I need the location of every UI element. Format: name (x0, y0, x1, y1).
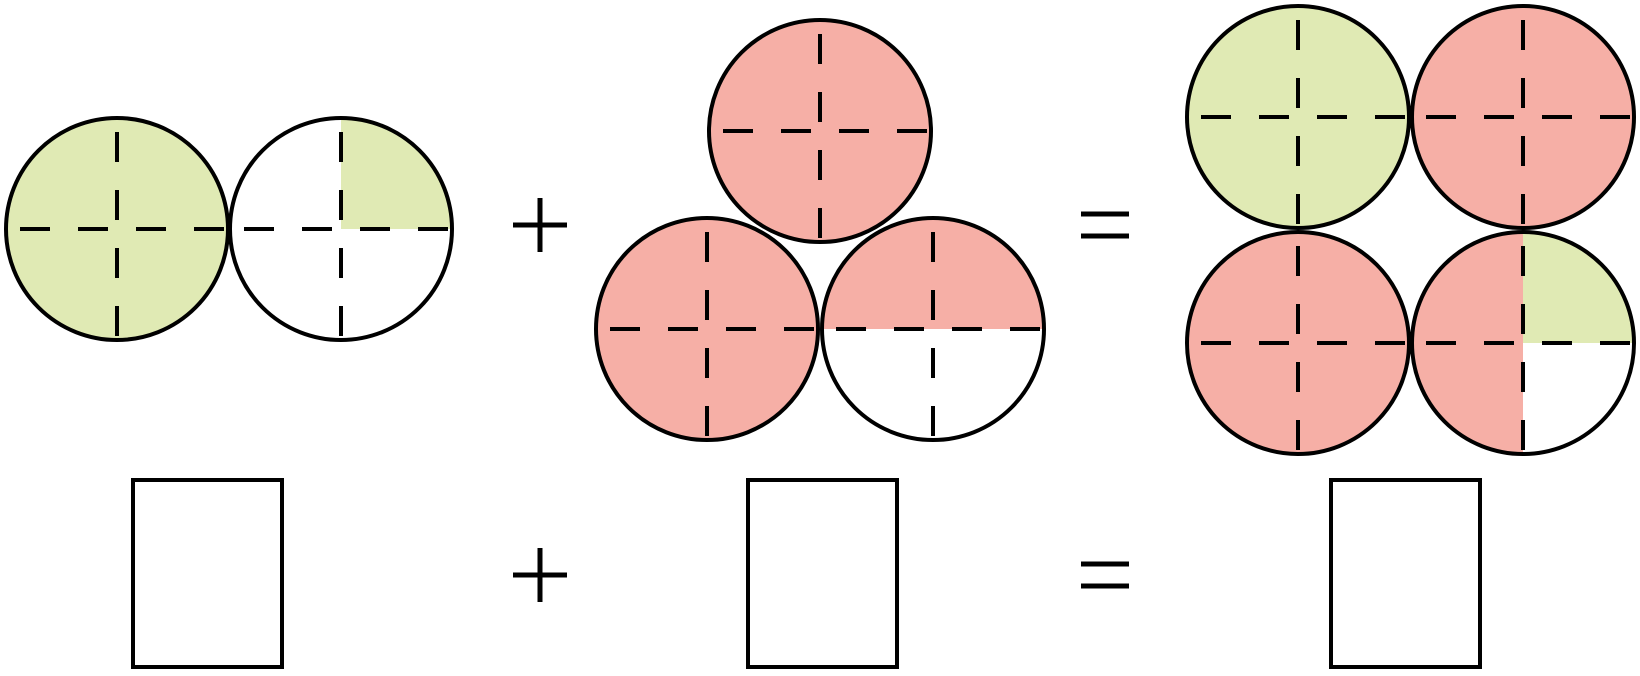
sum-circle-2-quarter-3 (1412, 6, 1523, 117)
second-addend-circle-3-quarter-3 (822, 218, 933, 329)
sum-circle-3-quarter-0 (1298, 232, 1409, 343)
sum-circle-3-outline (1185, 230, 1411, 456)
answer-box-sum[interactable] (1329, 478, 1482, 669)
sum-circle-1-quarter-1 (1298, 117, 1409, 228)
second-addend-circle-2-quarter-3 (596, 218, 707, 329)
sum-circle-4-quarter-0 (1523, 232, 1634, 343)
first-addend-circle-1-quarter-2 (6, 229, 117, 340)
first-addend-circle-1-quarter-1 (117, 229, 228, 340)
second-addend-circle-3-quarter-0 (933, 218, 1044, 329)
sum-circle-2-quarter-1 (1523, 117, 1634, 228)
sum-circle-1-outline (1185, 4, 1411, 230)
sum-circle-4-outline (1410, 230, 1636, 456)
sum-circle-1-quarter-0 (1298, 6, 1409, 117)
second-addend-circle-3-outline (820, 216, 1046, 442)
sum-circle-4-quarter-3 (1412, 232, 1523, 343)
answer-box-first-addend[interactable] (131, 478, 284, 669)
second-addend-circle-1-quarter-1 (820, 131, 931, 242)
second-addend-circle-1-quarter-0 (820, 20, 931, 131)
sum-circle-3-quarter-3 (1187, 232, 1298, 343)
first-addend-circle-1-quarter-0 (117, 118, 228, 229)
sum-circle-3-quarter-2 (1187, 343, 1298, 454)
sum-circle-2-quarter-2 (1412, 117, 1523, 228)
first-addend-circle-1-quarter-3 (6, 118, 117, 229)
second-addend-circle-2-quarter-1 (707, 329, 818, 440)
first-addend-circle-2-quarter-0 (341, 118, 452, 229)
second-addend-circle-1-quarter-2 (709, 131, 820, 242)
sum-circle-1-quarter-2 (1187, 117, 1298, 228)
sum-circle-4-quarter-2 (1412, 343, 1523, 454)
second-addend-circle-1-quarter-3 (709, 20, 820, 131)
sum-circle-3-quarter-1 (1298, 343, 1409, 454)
answer-box-second-addend[interactable] (746, 478, 899, 669)
sum-circle-1-quarter-3 (1187, 6, 1298, 117)
second-addend-circle-2-quarter-0 (707, 218, 818, 329)
second-addend-circle-2-outline (594, 216, 820, 442)
sum-circle-2-outline (1410, 4, 1636, 230)
first-addend-circle-2-outline (228, 116, 454, 342)
second-addend-circle-2-quarter-2 (596, 329, 707, 440)
sum-circle-2-quarter-0 (1523, 6, 1634, 117)
second-addend-circle-1-outline (707, 18, 933, 244)
